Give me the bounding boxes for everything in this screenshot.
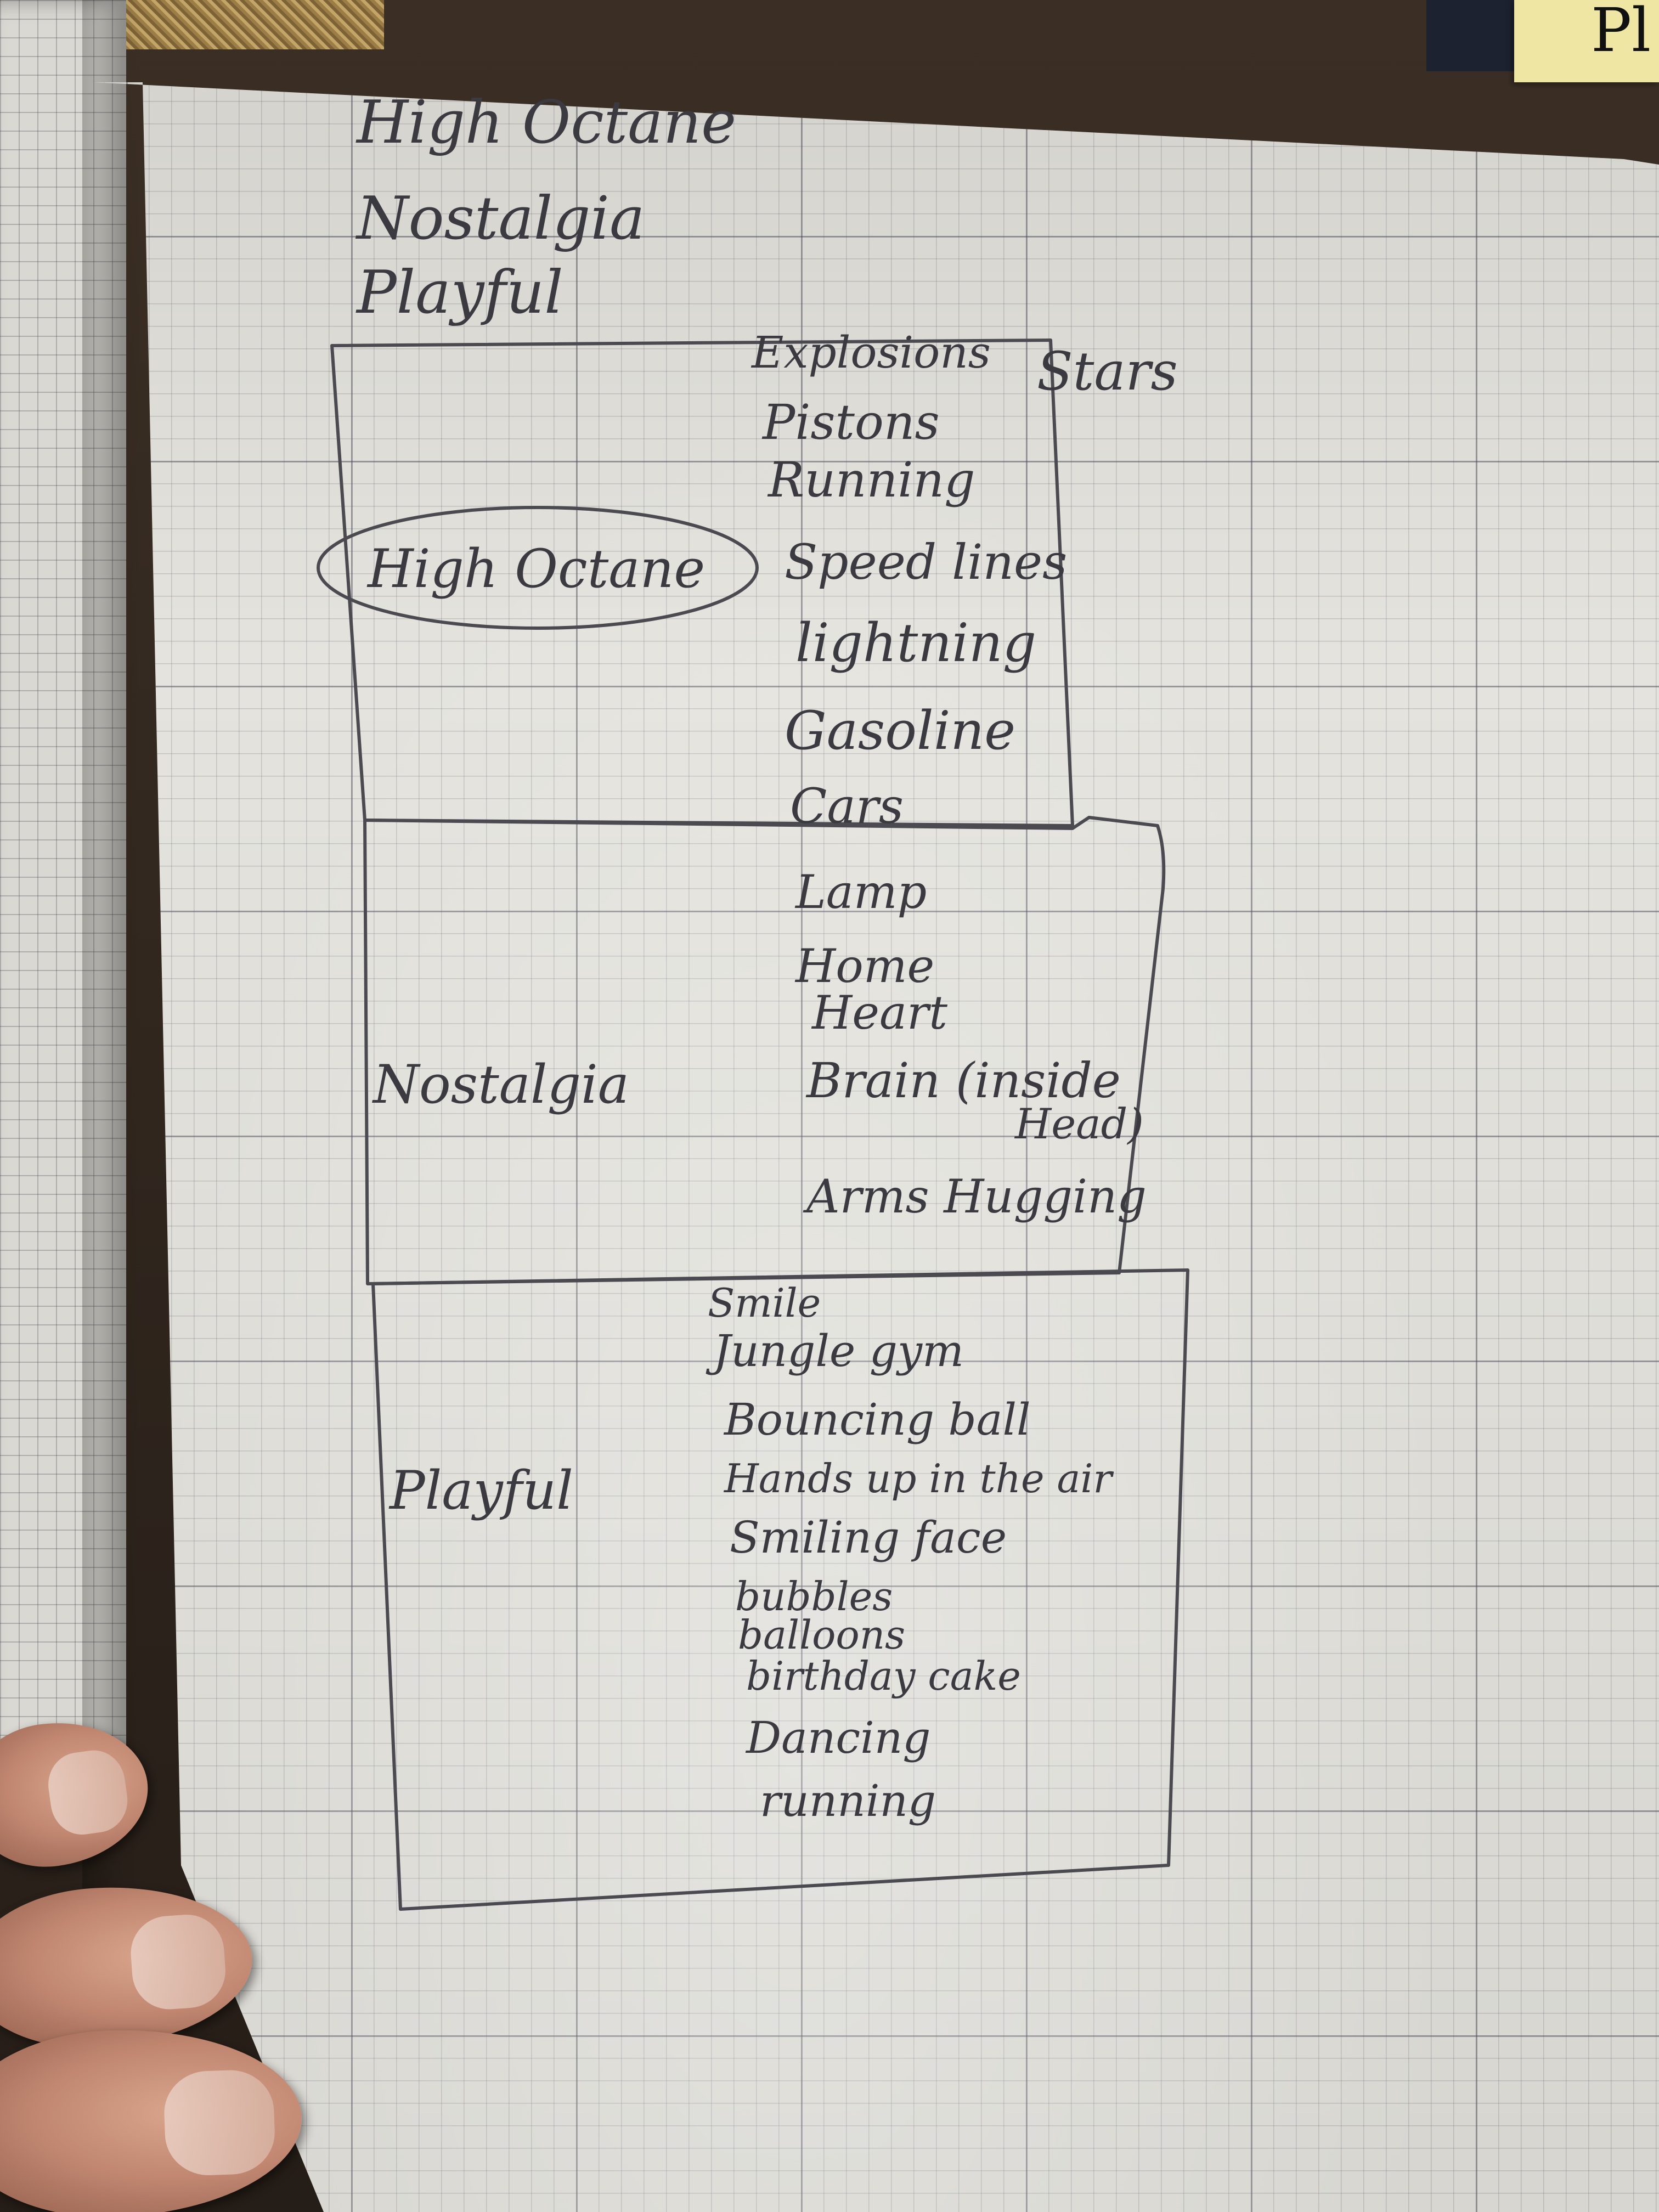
previous-page-edge (0, 0, 126, 1827)
sticky-note (1514, 0, 1659, 82)
fingernail (162, 2068, 276, 2177)
dark-object (1426, 0, 1525, 71)
graph-paper-page (93, 82, 1659, 2212)
page-lighting (93, 82, 1659, 2212)
fingernail (44, 1746, 132, 1839)
sticky-note-text: Pl (1591, 0, 1651, 65)
fingernail (128, 1912, 228, 2012)
notebook-gutter (82, 0, 143, 2212)
